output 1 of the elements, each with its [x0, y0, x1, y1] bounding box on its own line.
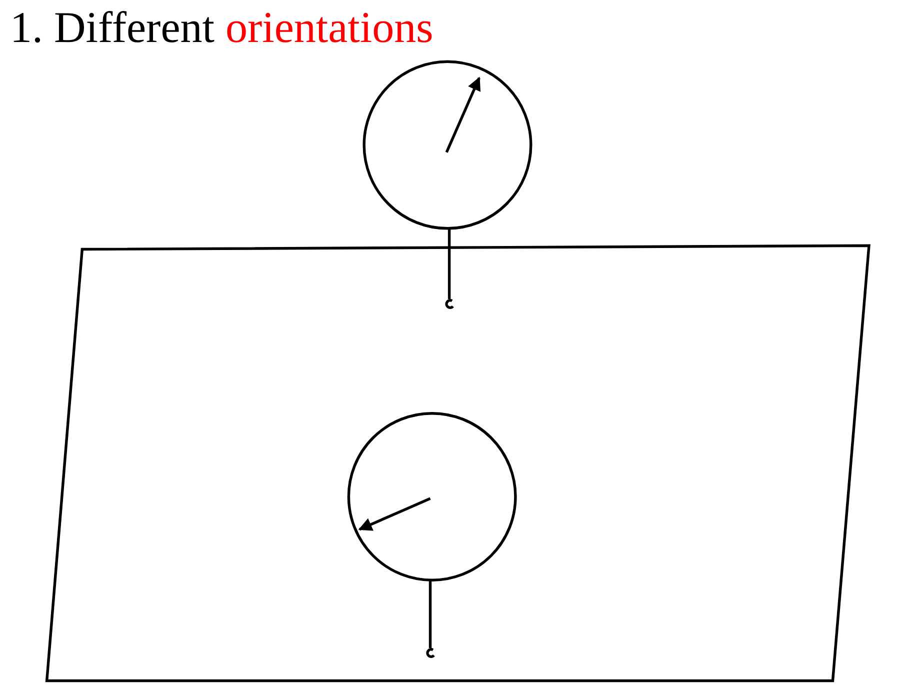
title: 1. Different orientations — [10, 2, 434, 54]
